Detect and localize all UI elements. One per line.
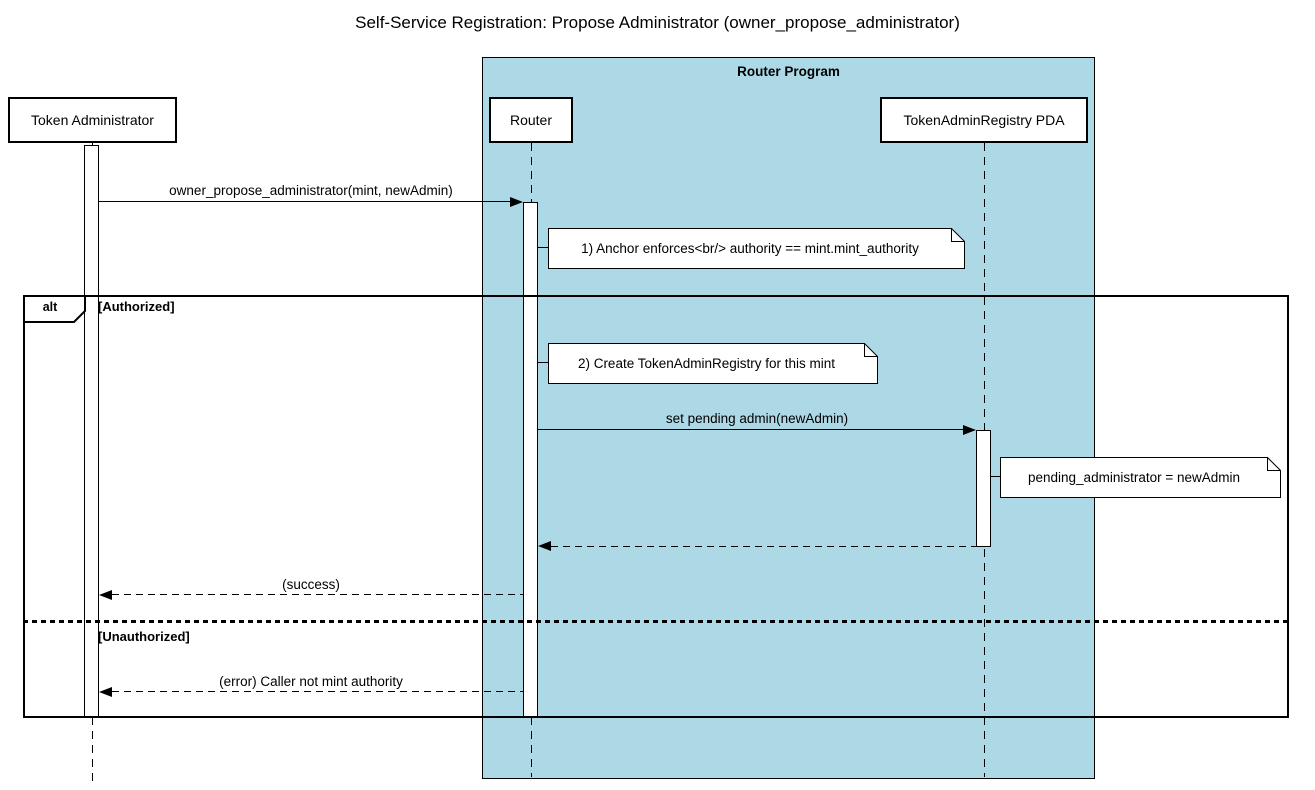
message-success-label: (success) bbox=[282, 577, 340, 592]
message-owner-propose-administrator-label: owner_propose_administrator(mint, newAdm… bbox=[169, 183, 453, 198]
participant-token-admin-registry-pda-label: TokenAdminRegistry PDA bbox=[903, 112, 1065, 128]
alt-operator-label: alt bbox=[42, 300, 58, 314]
router-program-group-label: Router Program bbox=[737, 64, 840, 79]
diagram-title: Self-Service Registration: Propose Admin… bbox=[355, 13, 960, 32]
participant-token-admin-registry-pda: TokenAdminRegistry PDA bbox=[880, 97, 1088, 143]
guard-unauthorized: [Unauthorized] bbox=[98, 629, 190, 644]
guard-authorized: [Authorized] bbox=[98, 299, 175, 314]
alt-frame bbox=[23, 295, 1289, 718]
arrowhead-left-icon bbox=[538, 541, 551, 551]
note-1-connector bbox=[538, 247, 548, 248]
note-create-registry-text: 2) Create TokenAdminRegistry for this mi… bbox=[577, 356, 836, 371]
message-success-line bbox=[112, 594, 523, 595]
frame-label-shape-icon bbox=[23, 295, 86, 323]
router-program-group bbox=[482, 57, 1095, 779]
participant-token-administrator-label: Token Administrator bbox=[31, 112, 154, 128]
note-anchor-enforces: 1) Anchor enforces<br/> authority == min… bbox=[548, 228, 965, 274]
note-shape-icon bbox=[1000, 457, 1281, 498]
message-set-pending-admin-line bbox=[538, 429, 963, 430]
note-shape-icon bbox=[548, 343, 878, 384]
message-set-pending-admin-label: set pending admin(newAdmin) bbox=[665, 411, 849, 426]
arrowhead-left-icon bbox=[99, 687, 112, 697]
alt-operator-pentagon: alt bbox=[23, 295, 87, 328]
message-owner-propose-administrator-line bbox=[99, 201, 510, 202]
note-pending-administrator-text: pending_administrator = newAdmin bbox=[1028, 470, 1240, 485]
note-create-registry: 2) Create TokenAdminRegistry for this mi… bbox=[548, 343, 878, 389]
message-error-label: (error) Caller not mint authority bbox=[219, 674, 403, 689]
note-3-connector bbox=[991, 476, 1000, 477]
participant-router-label: Router bbox=[509, 112, 553, 128]
message-error-line bbox=[112, 691, 523, 692]
note-pending-administrator: pending_administrator = newAdmin bbox=[1000, 457, 1281, 503]
arrowhead-right-icon bbox=[963, 425, 976, 435]
note-shape-icon bbox=[548, 228, 965, 269]
participant-token-administrator: Token Administrator bbox=[8, 97, 177, 143]
activation-token-admin-registry-pda bbox=[976, 430, 991, 547]
participant-router: Router bbox=[489, 97, 573, 143]
message-registry-return-line bbox=[551, 546, 976, 547]
arrowhead-right-icon bbox=[510, 197, 523, 207]
alt-divider bbox=[23, 620, 1289, 623]
note-anchor-enforces-text: 1) Anchor enforces<br/> authority == min… bbox=[581, 241, 919, 256]
note-2-connector bbox=[538, 362, 548, 363]
arrowhead-left-icon bbox=[99, 590, 112, 600]
